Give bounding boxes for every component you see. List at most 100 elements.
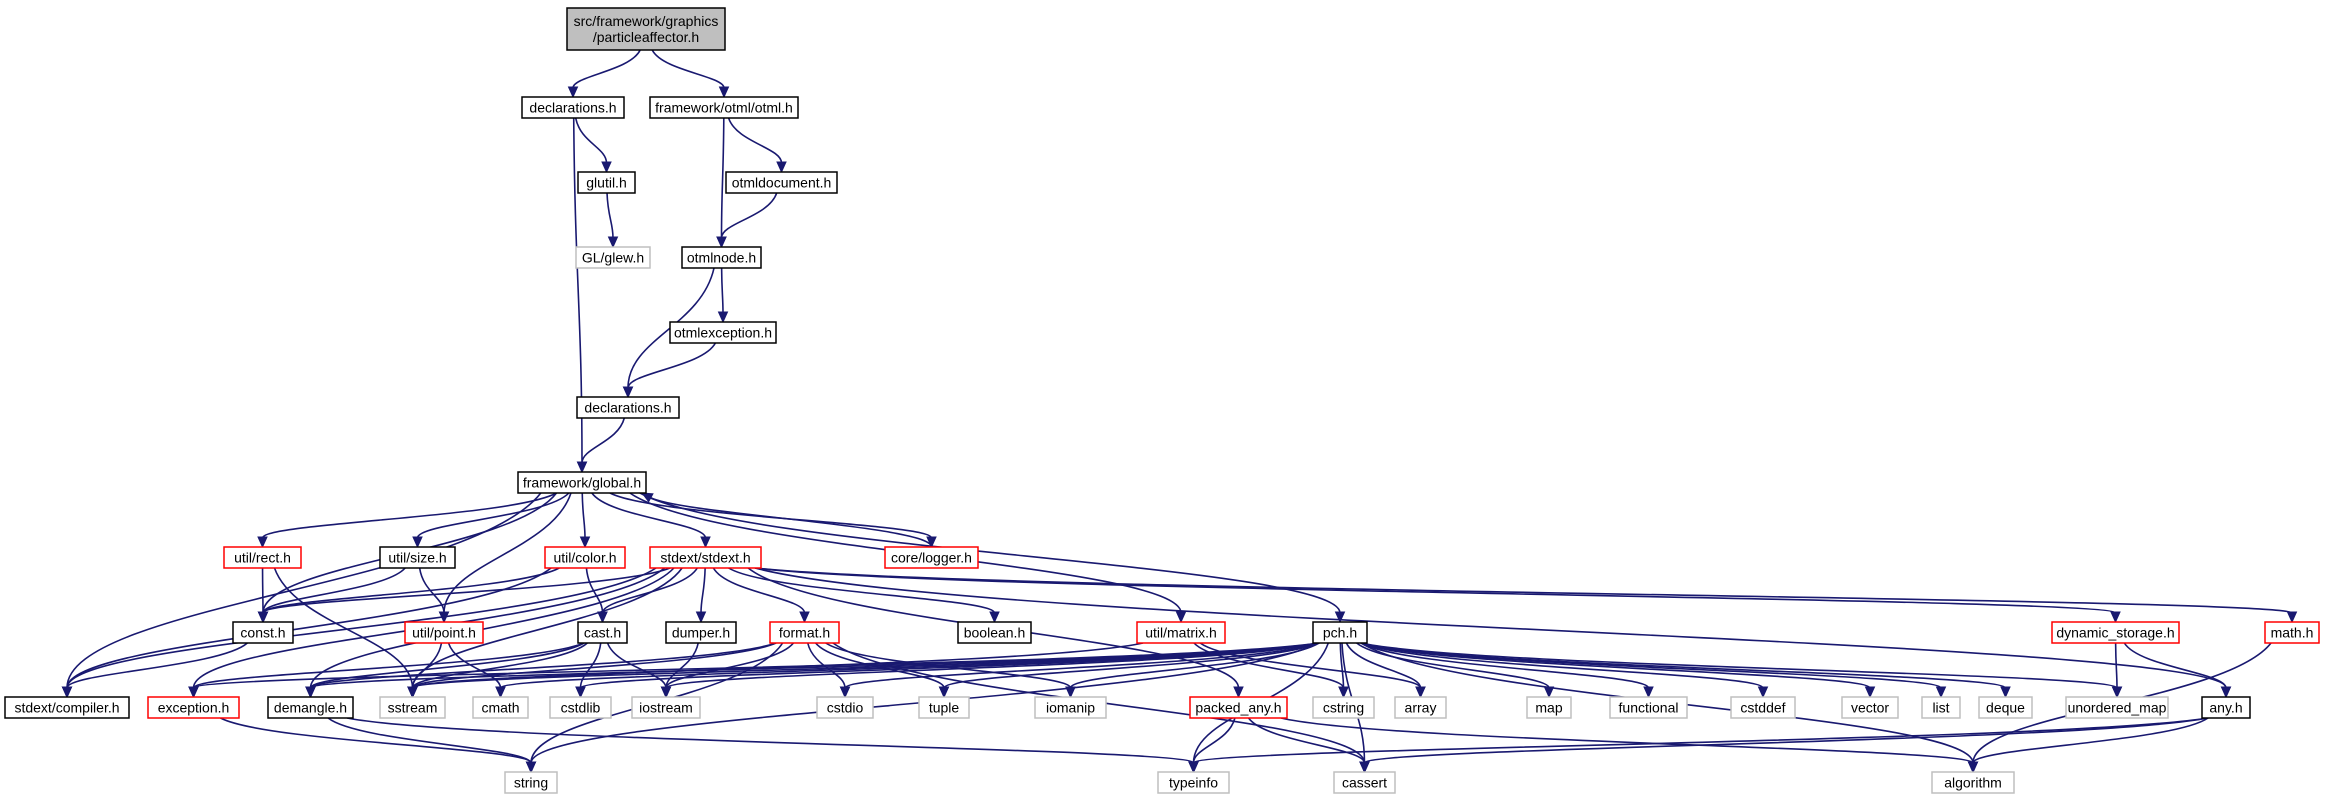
- edge-stdext-to-cast: [597, 567, 698, 624]
- edge-arrowhead: [660, 686, 672, 699]
- node-map: map: [1526, 696, 1572, 719]
- edge-line: [606, 642, 667, 689]
- node-box: [472, 696, 529, 719]
- node-otmlexc[interactable]: otmlexception.h: [669, 321, 777, 344]
- edge-arrowhead: [2110, 611, 2121, 624]
- node-box: [2065, 696, 2169, 719]
- edge-arrowhead: [607, 236, 619, 249]
- node-dumper[interactable]: dumper.h: [665, 621, 737, 644]
- edge-layer: [61, 49, 2298, 774]
- node-label: framework/global.h: [523, 475, 641, 491]
- edge-logger-to-global: [640, 492, 933, 548]
- node-label: iomanip: [1046, 700, 1095, 716]
- edge-arrowhead: [61, 686, 73, 699]
- node-box: [379, 696, 446, 719]
- edge-line: [192, 567, 666, 689]
- edge-decl1-to-global: [572, 117, 588, 474]
- node-packedany[interactable]: packed_any.h: [1189, 696, 1288, 719]
- node-root[interactable]: src/framework/graphics/particleaffector.…: [566, 7, 726, 51]
- edge-line: [700, 567, 706, 614]
- edge-global-to-pch: [639, 492, 1346, 624]
- node-decl2[interactable]: declarations.h: [576, 396, 680, 419]
- node-cstring: cstring: [1312, 696, 1375, 719]
- node-box: [517, 471, 647, 494]
- node-box: [521, 96, 625, 119]
- edge-arrowhead: [1643, 686, 1654, 699]
- node-label: util/matrix.h: [1145, 625, 1217, 641]
- node-label: core/logger.h: [891, 550, 972, 566]
- edge-dynstore-to-any: [2123, 642, 2232, 699]
- edge-line: [606, 192, 614, 239]
- node-label: functional: [1619, 700, 1679, 716]
- edge-pch-to-iostream: [660, 642, 1320, 699]
- node-dynstore[interactable]: dynamic_storage.h: [2051, 621, 2180, 644]
- node-stdext[interactable]: stdext/stdext.h: [649, 546, 762, 569]
- node-label: cstdlib: [561, 700, 601, 716]
- node-otml[interactable]: framework/otml/otml.h: [649, 96, 799, 119]
- edge-arrowhead: [495, 686, 506, 699]
- edge-arrowhead: [1233, 686, 1244, 699]
- node-box: [147, 696, 240, 719]
- node-logger[interactable]: core/logger.h: [884, 546, 979, 569]
- node-otmldoc[interactable]: otmldocument.h: [725, 171, 838, 194]
- edge-line: [66, 567, 657, 689]
- node-box: [816, 696, 874, 719]
- edge-line: [416, 492, 570, 539]
- edge-line: [754, 567, 2227, 689]
- edge-arrowhead: [188, 686, 199, 699]
- edge-arrowhead: [989, 611, 1000, 624]
- node-global[interactable]: framework/global.h: [517, 471, 647, 494]
- node-label: src/framework/graphics: [574, 13, 719, 29]
- edge-arrowhead: [622, 386, 634, 399]
- node-rect[interactable]: util/rect.h: [223, 546, 302, 569]
- node-decl1[interactable]: declarations.h: [521, 96, 625, 119]
- edge-line: [585, 567, 604, 614]
- node-boolean[interactable]: boolean.h: [957, 621, 1032, 644]
- node-box: [665, 621, 737, 644]
- node-point[interactable]: util/point.h: [404, 621, 484, 644]
- node-pch[interactable]: pch.h: [1312, 621, 1368, 644]
- node-demangle[interactable]: demangle.h: [267, 696, 354, 719]
- edge-line: [1193, 642, 1345, 689]
- node-label: algorithm: [1944, 775, 2002, 791]
- node-const[interactable]: const.h: [232, 621, 294, 644]
- node-box: [1394, 696, 1447, 719]
- edge-line: [1360, 642, 1974, 764]
- edge-line: [728, 567, 996, 614]
- edge-arrowhead: [1334, 611, 1346, 624]
- node-sstream: sstream: [379, 696, 446, 719]
- edge-arrowhead: [575, 686, 586, 699]
- node-compiler[interactable]: stdext/compiler.h: [4, 696, 130, 719]
- edge-arrowhead: [412, 536, 423, 549]
- edge-pch-to-functional: [1360, 642, 1654, 699]
- node-box: [2201, 696, 2251, 719]
- node-any[interactable]: any.h: [2201, 696, 2251, 719]
- node-color[interactable]: util/color.h: [544, 546, 626, 569]
- node-label: boolean.h: [964, 625, 1026, 641]
- edge-glutil-to-glew: [606, 192, 619, 249]
- edge-pch-to-cstring: [1338, 642, 1349, 699]
- node-functional: functional: [1609, 696, 1688, 719]
- node-matrix[interactable]: util/matrix.h: [1136, 621, 1226, 644]
- edge-line: [665, 642, 699, 689]
- node-math[interactable]: math.h: [2264, 621, 2320, 644]
- node-iomanip: iomanip: [1034, 696, 1107, 719]
- node-otmlnode[interactable]: otmlnode.h: [681, 246, 762, 269]
- node-label: array: [1405, 700, 1437, 716]
- edge-demangle-to-typeinfo: [346, 717, 1199, 774]
- node-array: array: [1394, 696, 1447, 719]
- node-box: [575, 246, 651, 269]
- node-label: util/rect.h: [234, 550, 291, 566]
- node-format[interactable]: format.h: [769, 621, 840, 644]
- node-cast[interactable]: cast.h: [577, 621, 628, 644]
- edge-arrowhead: [926, 536, 937, 549]
- node-box: [1921, 696, 1961, 719]
- edge-line: [627, 342, 717, 389]
- node-label: map: [1535, 700, 1562, 716]
- node-glutil[interactable]: glutil.h: [577, 171, 636, 194]
- node-exception[interactable]: exception.h: [147, 696, 240, 719]
- node-label: GL/glew.h: [582, 250, 644, 266]
- node-size[interactable]: util/size.h: [379, 546, 456, 569]
- edge-arrowhead: [640, 492, 654, 503]
- node-box: [769, 621, 840, 644]
